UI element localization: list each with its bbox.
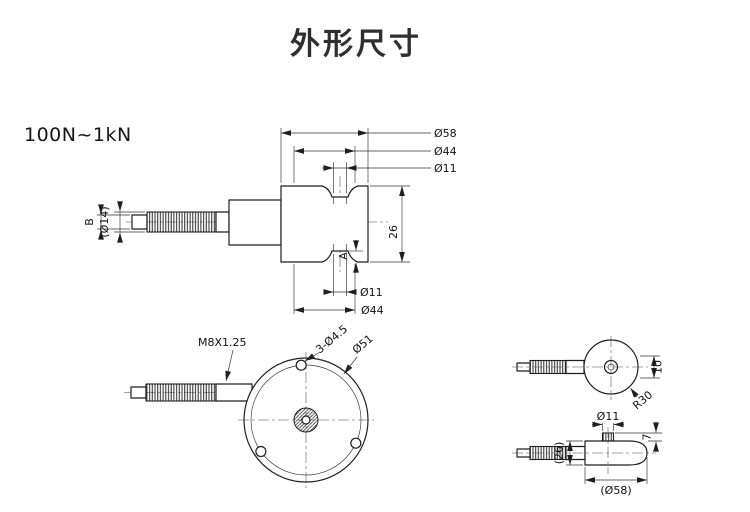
rod-thread bbox=[146, 211, 217, 233]
holes-callout-label: 3-Ø4.5 bbox=[313, 322, 350, 356]
page-title: 外形尺寸 bbox=[290, 27, 422, 62]
side-view-top-dimensions: Ø58 Ø44 Ø11 bbox=[280, 127, 457, 193]
rod-plain bbox=[215, 211, 230, 233]
side-view-left-dimensions: (Ø14) B bbox=[83, 201, 145, 243]
dim-dia14-label: (Ø14) bbox=[98, 206, 111, 237]
mount-hole bbox=[350, 437, 362, 449]
dim-r30-label: R30 bbox=[630, 388, 655, 412]
dim-dia44-label: Ø44 bbox=[434, 145, 457, 158]
front-view: M8X1.25 3-Ø4.5 Ø51 bbox=[124, 322, 376, 488]
sensor-body bbox=[280, 185, 369, 263]
range-label: 100N~1kN bbox=[24, 124, 132, 146]
dim-dia11-label: Ø11 bbox=[597, 410, 620, 423]
dim-dia11-top-label: Ø11 bbox=[434, 162, 457, 175]
dim-dia44-bottom-label: Ø44 bbox=[361, 304, 384, 317]
side-view-bottom-dimensions: Ø11 Ø44 A bbox=[293, 240, 384, 317]
top-right-view: 10 R30 bbox=[512, 336, 665, 412]
mount-hole bbox=[255, 445, 267, 458]
mount-hole bbox=[295, 359, 307, 371]
boss bbox=[228, 199, 282, 246]
rod-plain bbox=[215, 383, 253, 402]
hub-circle bbox=[603, 359, 619, 375]
dim-dia58-label: (Ø58) bbox=[600, 484, 631, 497]
dim-26-label: 26 bbox=[387, 225, 400, 239]
rod-tip bbox=[131, 214, 148, 230]
side-view-thickness-dimension: 26 bbox=[370, 185, 410, 263]
side-view: Ø58 Ø44 Ø11 Ø11 Ø44 A 26 bbox=[83, 127, 457, 317]
hub-bore bbox=[607, 363, 615, 371]
rod-thread bbox=[145, 383, 217, 402]
rod-tip bbox=[130, 386, 147, 399]
bolt-circle-callout-label: Ø51 bbox=[350, 332, 376, 357]
thread-callout-label: M8X1.25 bbox=[198, 336, 247, 349]
center-hole-edges bbox=[333, 197, 347, 251]
dim-b-label: B bbox=[83, 218, 96, 226]
dim-7-label: 7 bbox=[641, 434, 654, 441]
bottom-right-dimensions: Ø11 7 (26) (Ø58) bbox=[553, 410, 662, 497]
dim-26-label: (26) bbox=[553, 442, 566, 465]
bottom-right-view: Ø11 7 (26) (Ø58) bbox=[512, 410, 662, 497]
dim-dia11-bottom-label: Ø11 bbox=[360, 286, 383, 299]
dim-a-label: A bbox=[337, 252, 350, 260]
dim-10-label: 10 bbox=[652, 360, 665, 374]
dim-dia58-label: Ø58 bbox=[434, 127, 457, 140]
center-hole-bore bbox=[301, 415, 311, 425]
